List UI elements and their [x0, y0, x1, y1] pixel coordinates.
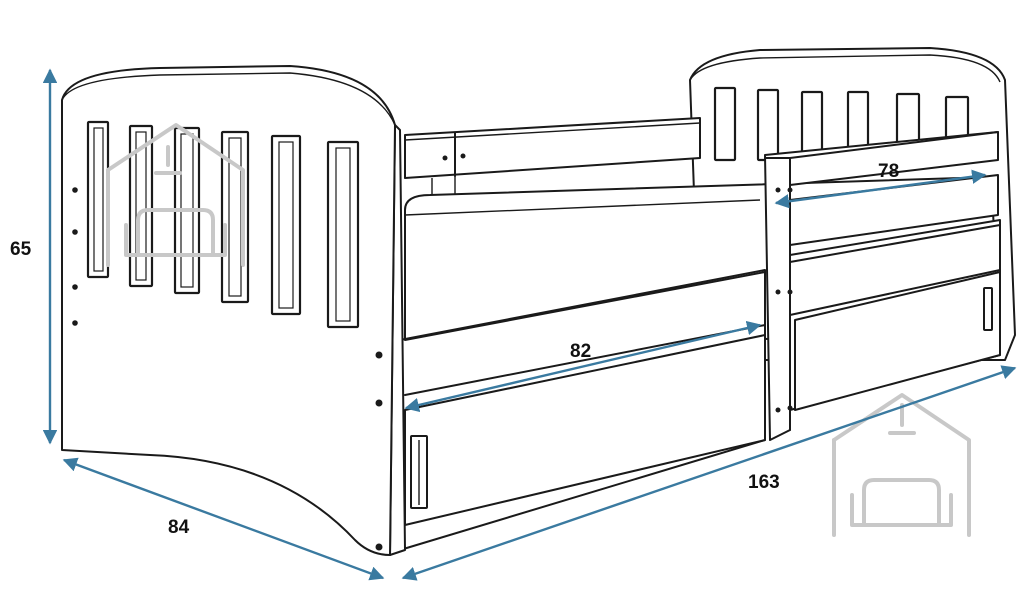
dimension-depth: 84: [62, 457, 385, 581]
dimension-length: 163: [401, 365, 1017, 581]
back-rail: [404, 117, 701, 200]
depth-label: 84: [168, 517, 190, 538]
inner-length-label: 82: [570, 341, 591, 362]
sleeping-width-label: 78: [878, 161, 899, 182]
front-headboard: [61, 65, 406, 556]
house-watermark-icon: [106, 123, 245, 267]
height-label: 65: [10, 239, 32, 260]
dimension-sleeping-width: 78: [774, 161, 987, 209]
dimension-height: 65: [10, 68, 58, 445]
house-watermark-icon: [832, 393, 971, 537]
dimension-inner-length: 82: [404, 320, 762, 413]
length-label: 163: [748, 472, 780, 493]
